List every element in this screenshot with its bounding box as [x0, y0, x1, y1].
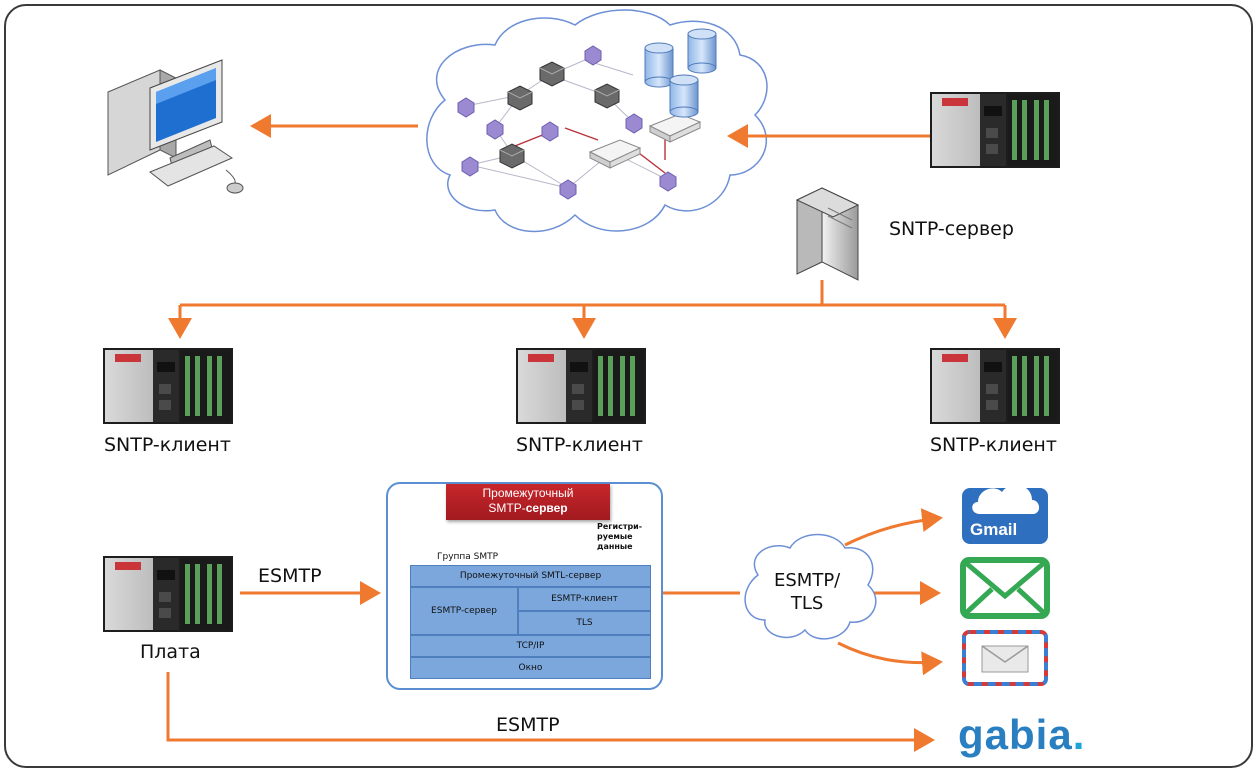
- network-switch: [588, 113, 702, 169]
- airmail-envelope-icon: [962, 630, 1048, 686]
- database-icon: [644, 28, 717, 118]
- stack-relay-smtl-server: Промежуточный SMTL-сервер: [410, 565, 651, 587]
- gmail-icon: [962, 485, 1048, 544]
- gabia-logo-text: gabia: [958, 711, 1073, 758]
- registered-data-line3: данные: [597, 542, 633, 551]
- gabia-logo-dot: .: [1072, 711, 1086, 758]
- arrows: [166, 114, 1017, 752]
- mail-icon: [960, 557, 1050, 619]
- stack-esmtp-client: ESMTP-клиент: [518, 587, 651, 611]
- relay-title-line2: SMTP-сервер: [446, 501, 610, 516]
- registered-data-line2: руемые: [597, 532, 633, 541]
- board-label: Плата: [140, 641, 201, 663]
- esmtp-tls-cloud: [744, 533, 877, 640]
- sntp-client-label-2: SNTP-клиент: [516, 434, 643, 456]
- internet-cloud: [426, 9, 768, 233]
- relay-title-bold: сервер: [525, 501, 568, 515]
- relay-title-line1: Промежуточный: [482, 486, 574, 500]
- esmtp-tls-line2: TLS: [790, 593, 824, 614]
- arrow-to-gmail: [844, 508, 943, 547]
- arrow-to-airmail: [837, 641, 943, 676]
- plc-client-3: [930, 348, 1060, 424]
- relay-title-prefix: SMTP-: [488, 501, 526, 515]
- arrow-board-to-gabia: [166, 672, 935, 752]
- esmtp-tls-line1: ESMTP/: [774, 570, 841, 591]
- registered-data-line1: Регистри-: [597, 522, 643, 531]
- esmtp-label-top: ESMTP: [258, 565, 322, 587]
- esmtp-label-bottom: ESMTP: [496, 714, 560, 736]
- plc-client-1: [103, 348, 233, 424]
- sntp-server-icon: [795, 187, 860, 281]
- stack-tls: TLS: [518, 611, 651, 635]
- sntp-server-label: SNTP-сервер: [889, 218, 1014, 240]
- desktop-computer-icon: [107, 59, 244, 194]
- smtp-group-label: Группа SMTP: [437, 552, 499, 562]
- plc-module-top: [930, 92, 1060, 168]
- stack-window: Окно: [410, 657, 651, 679]
- plc-client-2: [516, 348, 646, 424]
- gmail-label: Gmail: [970, 520, 1018, 539]
- stack-esmtp-server: ESMTP-сервер: [410, 587, 518, 635]
- stack-tcpip: TCP/IP: [410, 635, 651, 657]
- plc-board: [103, 556, 233, 632]
- sntp-client-label-1: SNTP-клиент: [104, 434, 231, 456]
- registered-data-label: Регистри- руемые данные: [597, 522, 642, 552]
- sntp-client-label-3: SNTP-клиент: [930, 434, 1057, 456]
- relay-server-title: Промежуточный SMTP-сервер: [446, 484, 610, 520]
- gabia-logo: gabia.: [958, 711, 1085, 759]
- esmtp-tls-cloud-label: ESMTP/ TLS: [774, 569, 840, 615]
